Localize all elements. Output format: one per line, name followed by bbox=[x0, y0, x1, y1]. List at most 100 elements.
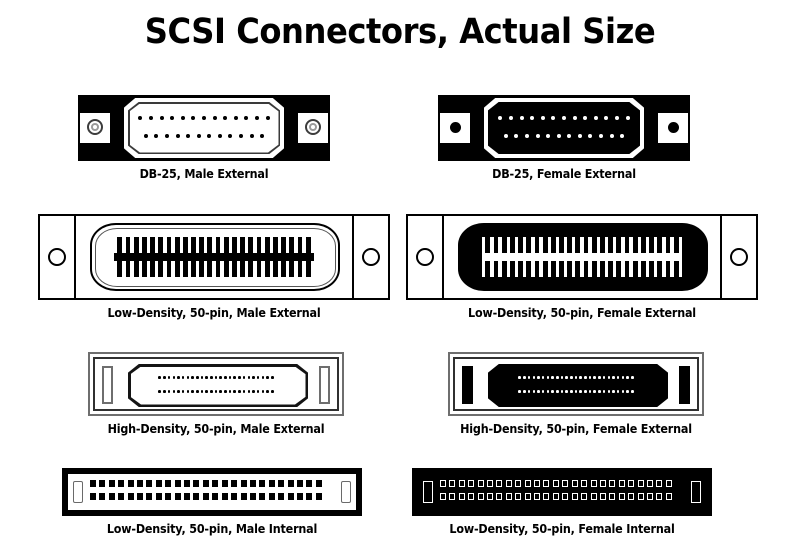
socket-contact bbox=[584, 376, 587, 379]
key-slot-left bbox=[73, 481, 83, 503]
connector-art-hd50-male bbox=[88, 352, 344, 416]
socket-contact bbox=[609, 480, 616, 487]
pin-contact bbox=[212, 480, 219, 487]
socket-contact bbox=[477, 480, 484, 487]
socket-contact bbox=[602, 390, 606, 393]
pin-contact bbox=[174, 493, 181, 500]
pin-contact bbox=[270, 390, 274, 393]
socket-contact bbox=[496, 480, 503, 487]
pin-contact bbox=[266, 390, 269, 393]
pin-contact bbox=[163, 376, 166, 379]
pin-contact bbox=[240, 480, 247, 487]
pin-contact bbox=[270, 376, 274, 379]
contact-tooth bbox=[204, 261, 208, 277]
socket-contact bbox=[556, 134, 561, 138]
pin-contact bbox=[228, 134, 233, 138]
pin-contact bbox=[200, 376, 204, 379]
socket-contact bbox=[570, 376, 573, 379]
contact-tooth bbox=[212, 261, 216, 277]
connector-db25-male-external: DB-25, Male External bbox=[78, 95, 330, 181]
pin-contact bbox=[202, 116, 206, 120]
pin-contact bbox=[249, 134, 254, 138]
socket-contact bbox=[665, 480, 672, 487]
socket-contact bbox=[551, 376, 554, 379]
pin-contact bbox=[165, 493, 172, 500]
socket-contact bbox=[571, 493, 578, 500]
contact-tooth bbox=[294, 237, 298, 253]
connector-art-hd50-female bbox=[448, 352, 704, 416]
socket-contact bbox=[590, 493, 597, 500]
contact-tooth bbox=[179, 237, 183, 253]
pin-contact bbox=[238, 390, 241, 393]
pin-contact bbox=[202, 493, 209, 500]
contact-tooth bbox=[187, 261, 192, 277]
latch-slot-left bbox=[102, 366, 113, 404]
contact-tooth bbox=[498, 237, 502, 253]
socket-contact bbox=[599, 493, 606, 500]
contact-tooth bbox=[187, 237, 192, 253]
socket-contact bbox=[487, 493, 494, 500]
contact-tooth bbox=[310, 261, 314, 277]
pin-contact bbox=[231, 480, 238, 487]
contact-tooth bbox=[195, 261, 200, 277]
mounting-flange-right bbox=[720, 216, 756, 298]
socket-contact bbox=[541, 376, 545, 379]
socket-contact bbox=[637, 480, 644, 487]
mounting-hole-icon bbox=[730, 248, 748, 266]
screw-hole-icon bbox=[87, 119, 103, 135]
connector-caption: Low-Density, 50-pin, Female External bbox=[468, 306, 696, 320]
pin-contact bbox=[146, 493, 153, 500]
pin-contact bbox=[177, 390, 180, 393]
pin-contact bbox=[177, 376, 180, 379]
socket-contact bbox=[537, 376, 540, 379]
connector-caption: DB-25, Male External bbox=[139, 167, 269, 181]
connector-art-db25-male bbox=[78, 95, 330, 161]
socket-contact bbox=[625, 116, 630, 120]
pin-contact bbox=[249, 480, 256, 487]
contact-tooth bbox=[596, 261, 601, 277]
pin-row-bottom bbox=[78, 134, 330, 138]
contact-tooth bbox=[588, 261, 592, 277]
connector-caption: DB-25, Female External bbox=[492, 167, 636, 181]
contact-tooth bbox=[563, 261, 568, 277]
contact-tooth bbox=[653, 237, 658, 253]
contact-teeth-top bbox=[482, 237, 682, 253]
pin-contact bbox=[256, 376, 260, 379]
socket-contact bbox=[612, 390, 615, 393]
contact-tooth bbox=[245, 237, 249, 253]
screw-tab-right-icon bbox=[298, 113, 328, 143]
contact-tooth bbox=[678, 237, 682, 253]
contact-tooth bbox=[539, 237, 543, 253]
contact-tooth bbox=[146, 261, 151, 277]
contact-tooth bbox=[522, 261, 527, 277]
contact-tooth bbox=[269, 237, 273, 253]
pin-contact bbox=[158, 390, 162, 393]
socket-contact bbox=[665, 493, 672, 500]
contact-tooth bbox=[285, 237, 290, 253]
screw-tab-right-icon bbox=[658, 113, 688, 143]
socket-contact bbox=[468, 480, 475, 487]
connector-ld50-male-internal: Low-Density, 50-pin, Male Internal bbox=[62, 468, 362, 536]
contact-tooth bbox=[637, 261, 641, 277]
socket-contact bbox=[616, 376, 620, 379]
socket-contact bbox=[577, 134, 582, 138]
socket-contact bbox=[628, 493, 635, 500]
contact-tooth bbox=[547, 261, 551, 277]
socket-contact bbox=[527, 390, 531, 393]
pin-contact bbox=[196, 134, 201, 138]
pin-contact bbox=[184, 480, 191, 487]
contact-tooth bbox=[506, 261, 510, 277]
pin-contact bbox=[287, 480, 294, 487]
contact-tooth bbox=[490, 261, 494, 277]
pin-contact bbox=[191, 376, 194, 379]
contact-tooth bbox=[294, 261, 298, 277]
pin-contact bbox=[118, 493, 125, 500]
socket-contact bbox=[449, 480, 456, 487]
screw-tab-left-icon bbox=[440, 113, 470, 143]
connector-art-ld50-female bbox=[406, 214, 758, 300]
pin-contact bbox=[138, 116, 143, 120]
contact-tooth bbox=[572, 237, 576, 253]
contact-tooth bbox=[138, 237, 142, 253]
contact-tooth bbox=[621, 261, 625, 277]
contact-tooth bbox=[285, 261, 290, 277]
